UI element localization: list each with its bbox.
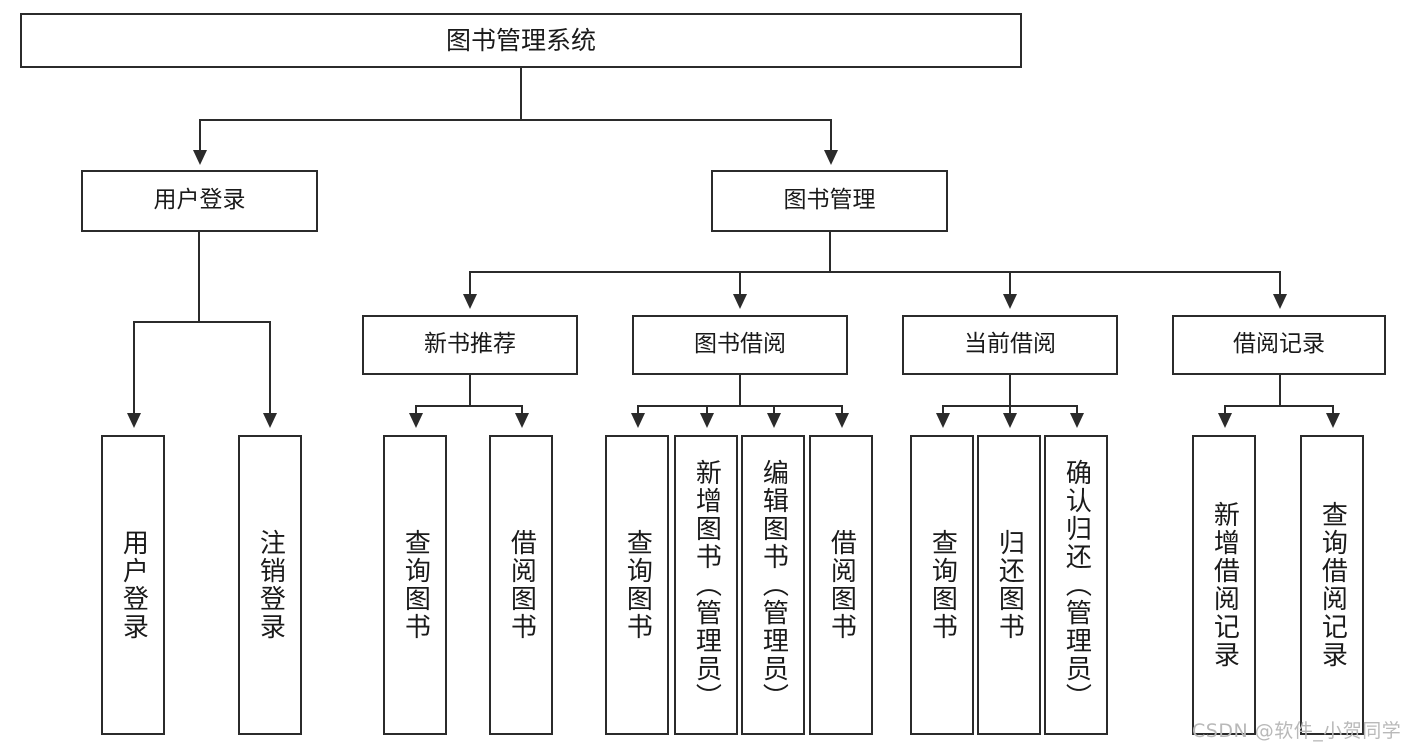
node-label: 当前借阅	[964, 331, 1056, 358]
node-new-book-recommend[interactable]: 新书推荐	[362, 315, 578, 375]
arrow-to-leaf-query-book-3	[936, 413, 950, 428]
arrow-to-leaf-query-book-1	[409, 413, 423, 428]
connector-currentborrow-down	[1009, 375, 1011, 406]
connector-borrowrecord-bus	[1224, 405, 1334, 407]
node-label: 用户登录	[118, 529, 149, 641]
node-label: 新书推荐	[424, 331, 516, 358]
node-label: 图书管理系统	[445, 25, 596, 55]
connector-newbook-b1	[415, 405, 417, 414]
connector-borrowrecord-b2	[1332, 405, 1334, 414]
node-current-borrow[interactable]: 当前借阅	[902, 315, 1118, 375]
csdn-watermark: CSDN @软件_小贺同学	[1192, 720, 1402, 742]
connector-root-to-book	[830, 119, 832, 151]
node-label: 图书借阅	[694, 331, 786, 358]
leaf-borrow-book[interactable]: 借阅图书	[809, 435, 873, 735]
leaf-query-book-borrow[interactable]: 查询图书	[605, 435, 669, 735]
arrow-to-borrow-record	[1273, 294, 1287, 309]
connector-bookmgmt-b1	[469, 271, 471, 295]
arrow-to-leaf-add-book	[700, 413, 714, 428]
node-label: 借阅图书	[826, 529, 857, 641]
connector-root-to-user	[199, 119, 201, 151]
leaf-add-borrow-record[interactable]: 新增借阅记录	[1192, 435, 1256, 735]
arrow-to-leaf-return-book	[1003, 413, 1017, 428]
connector-bookmgmt-b3	[1009, 271, 1011, 295]
leaf-query-book-current[interactable]: 查询图书	[910, 435, 974, 735]
connector-userlogin-b1	[133, 321, 135, 414]
node-label: 借阅记录	[1233, 331, 1325, 358]
node-user-login[interactable]: 用户登录	[81, 170, 318, 232]
connector-newbook-down	[469, 375, 471, 406]
node-label: 归还图书	[994, 529, 1025, 641]
connector-currentborrow-b2	[1009, 405, 1011, 414]
connector-bookborrow-bus	[637, 405, 843, 407]
arrow-to-user-login	[193, 150, 207, 165]
connector-currentborrow-b1	[942, 405, 944, 414]
connector-borrowrecord-down	[1279, 375, 1281, 406]
node-label: 用户登录	[153, 187, 246, 214]
node-label: 图书管理	[783, 187, 876, 214]
connector-bookborrow-b1	[637, 405, 639, 414]
arrow-to-leaf-add-record	[1218, 413, 1232, 428]
connector-bookborrow-b2	[706, 405, 708, 414]
node-label: 注销登录	[255, 529, 286, 641]
leaf-user-login[interactable]: 用户登录	[101, 435, 165, 735]
arrow-to-leaf-user-login	[127, 413, 141, 428]
connector-userlogin-b2	[269, 321, 271, 414]
arrow-to-book-borrow	[733, 294, 747, 309]
leaf-confirm-return-admin[interactable]: 确认归还（管理员）	[1044, 435, 1108, 735]
connector-userlogin-bus	[133, 321, 270, 323]
node-label: 查询图书	[622, 529, 653, 641]
leaf-add-book-admin[interactable]: 新增图书（管理员）	[674, 435, 738, 735]
node-label: 查询图书	[927, 529, 958, 641]
node-borrow-record[interactable]: 借阅记录	[1172, 315, 1386, 375]
connector-bookmgmt-b4	[1279, 271, 1281, 295]
node-root-system[interactable]: 图书管理系统	[20, 13, 1022, 68]
node-label: 查询图书	[400, 529, 431, 641]
arrow-to-leaf-edit-book	[767, 413, 781, 428]
arrow-to-leaf-query-record	[1326, 413, 1340, 428]
arrow-to-new-book-rec	[463, 294, 477, 309]
connector-bookborrow-b4	[841, 405, 843, 414]
connector-newbook-b2	[521, 405, 523, 414]
node-label: 新增借阅记录	[1209, 501, 1240, 669]
connector-currentborrow-b3	[1076, 405, 1078, 414]
connector-bookborrow-b3	[773, 405, 775, 414]
connector-userlogin-down	[198, 232, 200, 322]
arrow-to-leaf-confirm-return	[1070, 413, 1084, 428]
node-book-management[interactable]: 图书管理	[711, 170, 948, 232]
node-label: 借阅图书	[506, 529, 537, 641]
node-label: 编辑图书（管理员）	[758, 459, 789, 711]
leaf-edit-book-admin[interactable]: 编辑图书（管理员）	[741, 435, 805, 735]
node-label: 查询借阅记录	[1317, 501, 1348, 669]
leaf-return-book[interactable]: 归还图书	[977, 435, 1041, 735]
arrow-to-leaf-query-book-2	[631, 413, 645, 428]
connector-root-bus	[199, 119, 832, 121]
arrow-to-leaf-borrow-book-2	[835, 413, 849, 428]
leaf-query-book-recommend[interactable]: 查询图书	[383, 435, 447, 735]
node-label: 确认归还（管理员）	[1061, 459, 1092, 711]
connector-bookmgmt-bus	[469, 271, 1280, 273]
leaf-logout[interactable]: 注销登录	[238, 435, 302, 735]
arrow-to-book-mgmt	[824, 150, 838, 165]
arrow-to-leaf-logout	[263, 413, 277, 428]
connector-bookmgmt-down	[829, 232, 831, 272]
leaf-query-borrow-record[interactable]: 查询借阅记录	[1300, 435, 1364, 735]
connector-root-down	[520, 68, 522, 120]
connector-borrowrecord-b1	[1224, 405, 1226, 414]
connector-bookmgmt-b2	[739, 271, 741, 295]
node-book-borrow[interactable]: 图书借阅	[632, 315, 848, 375]
connector-newbook-bus	[415, 405, 523, 407]
arrow-to-current-borrow	[1003, 294, 1017, 309]
leaf-borrow-book-recommend[interactable]: 借阅图书	[489, 435, 553, 735]
connector-bookborrow-down	[739, 375, 741, 406]
node-label: 新增图书（管理员）	[691, 459, 722, 711]
arrow-to-leaf-borrow-book-1	[515, 413, 529, 428]
